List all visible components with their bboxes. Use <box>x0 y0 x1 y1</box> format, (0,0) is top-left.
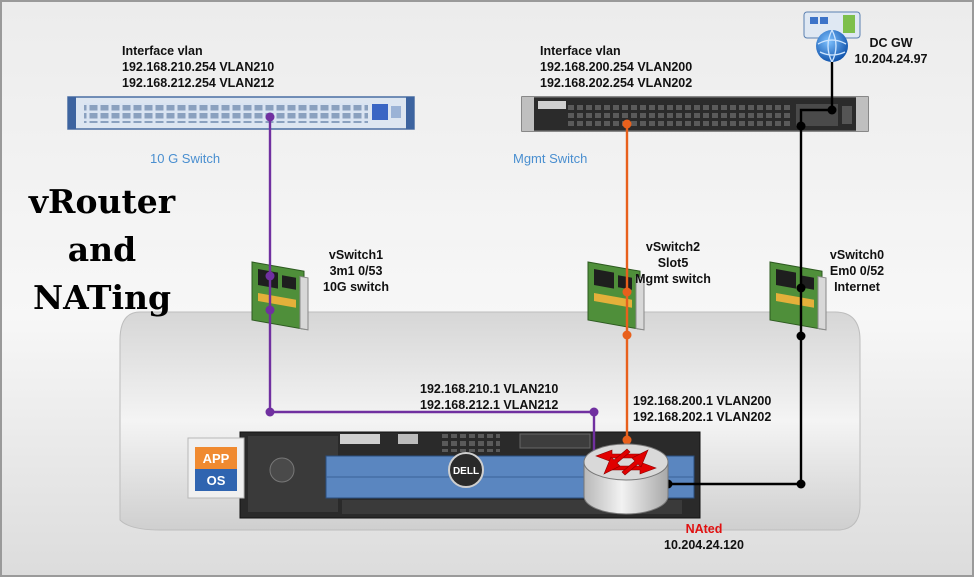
dc-gateway-globe-icon <box>803 11 861 63</box>
vswitch0-uplink: Internet <box>834 280 880 294</box>
dc-gateway-name: DC GW <box>869 36 913 50</box>
vswitch2-uplink: Mgmt switch <box>635 272 711 286</box>
title-line-1: vRouter <box>28 182 176 221</box>
router-ip-right-2: 192.168.202.1 VLAN202 <box>633 410 772 424</box>
vrouter-icon <box>583 443 669 515</box>
mgmt-switch-device <box>521 96 869 132</box>
ten-g-ip-line-2: 192.168.212.254 VLAN212 <box>122 76 275 90</box>
vswitch1-port: 3m1 0/53 <box>329 264 383 278</box>
ten-g-interface-header: Interface vlan <box>122 44 203 58</box>
nat-status: NAted <box>685 522 723 536</box>
vswitch0-port: Em0 0/52 <box>829 264 885 278</box>
vswitch0-name: vSwitch0 <box>829 248 885 262</box>
mgmt-switch-caption: Mgmt Switch <box>513 151 588 166</box>
vswitch1-label: vSwitch1 3m1 0/53 10G switch <box>310 247 402 295</box>
router-ip-right: 192.168.200.1 VLAN200 192.168.202.1 VLAN… <box>633 393 771 425</box>
mgmt-ip-line-1: 192.168.200.254 VLAN200 <box>540 60 693 74</box>
title-line-2: and <box>67 230 137 269</box>
router-ip-left: 192.168.210.1 VLAN210 192.168.212.1 VLAN… <box>420 381 558 413</box>
ten-g-switch-caption: 10 G Switch <box>150 151 221 166</box>
vlan-link-10g <box>268 117 596 452</box>
vswitch0-nic-icon <box>769 261 827 331</box>
ten-g-switch-label: Interface vlan 192.168.210.254 VLAN210 1… <box>122 43 274 91</box>
nat-ip: 10.204.24.120 <box>664 538 744 552</box>
mgmt-ip-line-2: 192.168.202.254 VLAN202 <box>540 76 693 90</box>
router-ip-left-2: 192.168.212.1 VLAN212 <box>420 398 559 412</box>
internet-link <box>668 62 834 486</box>
diagram-title: vRouter and NATing <box>14 178 190 322</box>
router-ip-right-1: 192.168.200.1 VLAN200 <box>633 394 772 408</box>
server-brand-label: DELL <box>453 466 479 477</box>
os-label: OS <box>207 473 226 488</box>
vswitch2-label: vSwitch2 Slot5 Mgmt switch <box>626 239 720 287</box>
ten-g-switch-device <box>67 96 415 130</box>
vswitch1-uplink: 10G switch <box>323 280 389 294</box>
ten-g-ip-line-1: 192.168.210.254 VLAN210 <box>122 60 275 74</box>
vswitch2-name: vSwitch2 <box>645 240 701 254</box>
link-nodes <box>265 105 837 489</box>
dc-gateway-label: DC GW 10.204.24.97 <box>848 35 934 67</box>
vswitch1-nic-icon <box>251 261 309 331</box>
title-line-3: NATing <box>32 278 172 317</box>
vswitch2-port: Slot5 <box>657 256 689 270</box>
dc-gateway-ip: 10.204.24.97 <box>854 52 928 66</box>
app-label: APP <box>203 451 230 466</box>
router-ip-left-1: 192.168.210.1 VLAN210 <box>420 382 559 396</box>
nat-label: NAted 10.204.24.120 <box>656 521 752 553</box>
app-os-badge: APP OS <box>187 437 245 499</box>
vswitch0-label: vSwitch0 Em0 0/52 Internet <box>812 247 902 295</box>
mgmt-interface-header: Interface vlan <box>540 44 621 58</box>
vswitch1-name: vSwitch1 <box>328 248 384 262</box>
mgmt-switch-label: Interface vlan 192.168.200.254 VLAN200 1… <box>540 43 692 91</box>
